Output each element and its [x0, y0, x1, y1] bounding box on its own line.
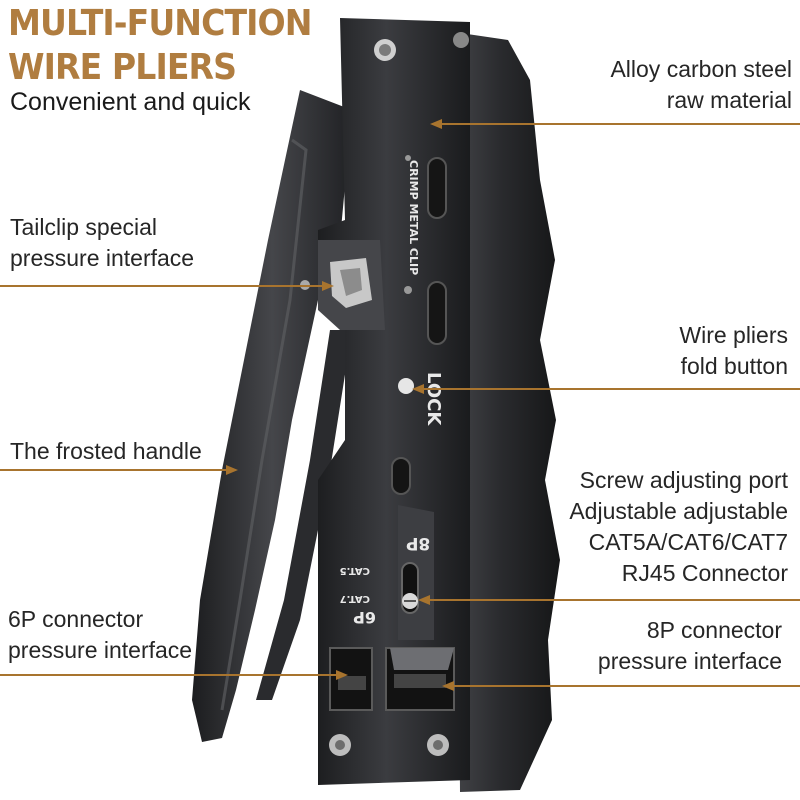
eight-p-marking: 8P: [406, 533, 430, 553]
callout-eight-p: 8P connector pressure interface: [598, 615, 782, 677]
lock-marking: LOCK: [423, 372, 444, 426]
callout-material-line-2: raw material: [666, 87, 792, 113]
frosted-handle: [192, 90, 352, 742]
callout-fold-button-line-1: Wire pliers: [679, 322, 788, 348]
callout-eight-p-line-2: pressure interface: [597, 648, 782, 674]
headline-line-2: WIRE PLIERS: [8, 47, 237, 88]
callout-screw-port-line-2: Adjustable adjustable: [569, 498, 788, 524]
callout-screw-port: Screw adjusting port Adjustable adjustab…: [569, 465, 788, 589]
callout-six-p-line-2: pressure interface: [8, 637, 193, 663]
callout-handle-line-1: The frosted handle: [10, 438, 202, 464]
six-p-marking: 6P: [353, 608, 376, 627]
leader-lines: [0, 119, 800, 691]
subtitle: Convenient and quick: [10, 88, 251, 116]
callout-six-p-line-1: 6P connector: [8, 606, 144, 632]
callout-screw-port-line-3: CAT5A/CAT6/CAT7: [588, 529, 788, 555]
callout-fold-button: Wire pliers fold button: [679, 320, 788, 382]
callout-fold-button-line-2: fold button: [680, 353, 788, 379]
cat7-marking: CAT.7: [340, 593, 370, 604]
callout-tailclip-line-2: pressure interface: [10, 245, 195, 271]
headline-line-1: MULTI-FUNCTION: [8, 3, 313, 44]
callout-material-line-1: Alloy carbon steel: [610, 56, 792, 82]
callout-six-p: 6P connector pressure interface: [8, 604, 192, 666]
callout-screw-port-line-4: RJ45 Connector: [621, 560, 788, 586]
callout-screw-port-line-1: Screw adjusting port: [579, 467, 788, 493]
callout-handle: The frosted handle: [10, 436, 202, 467]
headline: MULTI-FUNCTION WIRE PLIERS: [8, 2, 313, 90]
callout-tailclip-line-1: Tailclip special: [10, 214, 158, 240]
callout-tailclip: Tailclip special pressure interface: [10, 212, 194, 274]
callout-eight-p-line-1: 8P connector: [646, 617, 782, 643]
cat5-marking: CAT.5: [340, 565, 370, 576]
callout-material: Alloy carbon steel raw material: [610, 54, 792, 116]
lock-button: [398, 378, 414, 394]
crimp-metal-clip-marking: CRIMP METAL CLIP: [407, 160, 420, 275]
